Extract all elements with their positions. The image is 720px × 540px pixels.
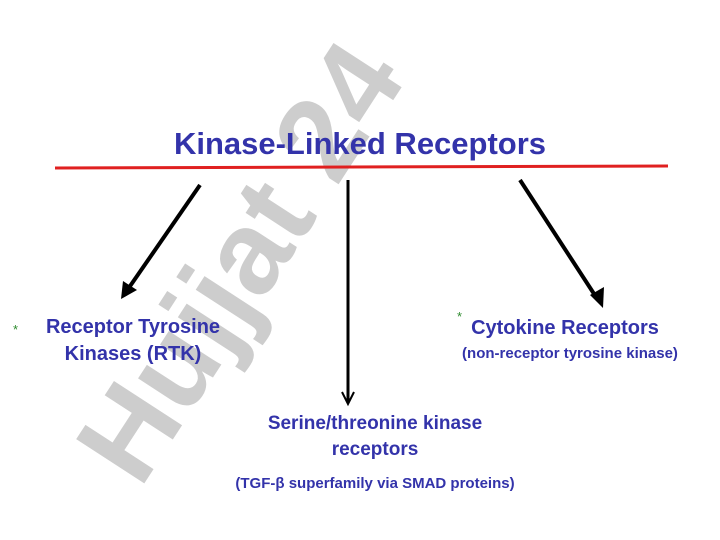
rtk-label-line2: Kinases (RTK)	[64, 343, 202, 365]
arrow-to-cytokine	[518, 178, 604, 308]
rtk-marker: *	[13, 322, 19, 337]
rtk-label: Receptor Tyrosine Kinases (RTK)	[18, 314, 248, 368]
serine-label: Serine/threonine kinase receptors	[230, 411, 520, 463]
serine-label-line2: receptors	[331, 439, 419, 460]
arrow-to-rtk	[121, 183, 202, 299]
serine-note: (TGF-β superfamily via SMAD proteins)	[235, 475, 515, 492]
serine-label-line1: Serine/threonine kinase	[267, 413, 483, 434]
title-underline	[54, 164, 669, 170]
cytokine-label: Cytokine Receptors	[471, 317, 659, 339]
cytokine-note: (non-receptor tyrosine kinase)	[462, 345, 678, 362]
arrow-to-serine	[341, 180, 355, 407]
rtk-label-line1: Receptor Tyrosine	[45, 316, 221, 338]
diagram-title: Kinase-Linked Receptors	[173, 126, 547, 161]
cytokine-marker: *	[457, 309, 463, 324]
